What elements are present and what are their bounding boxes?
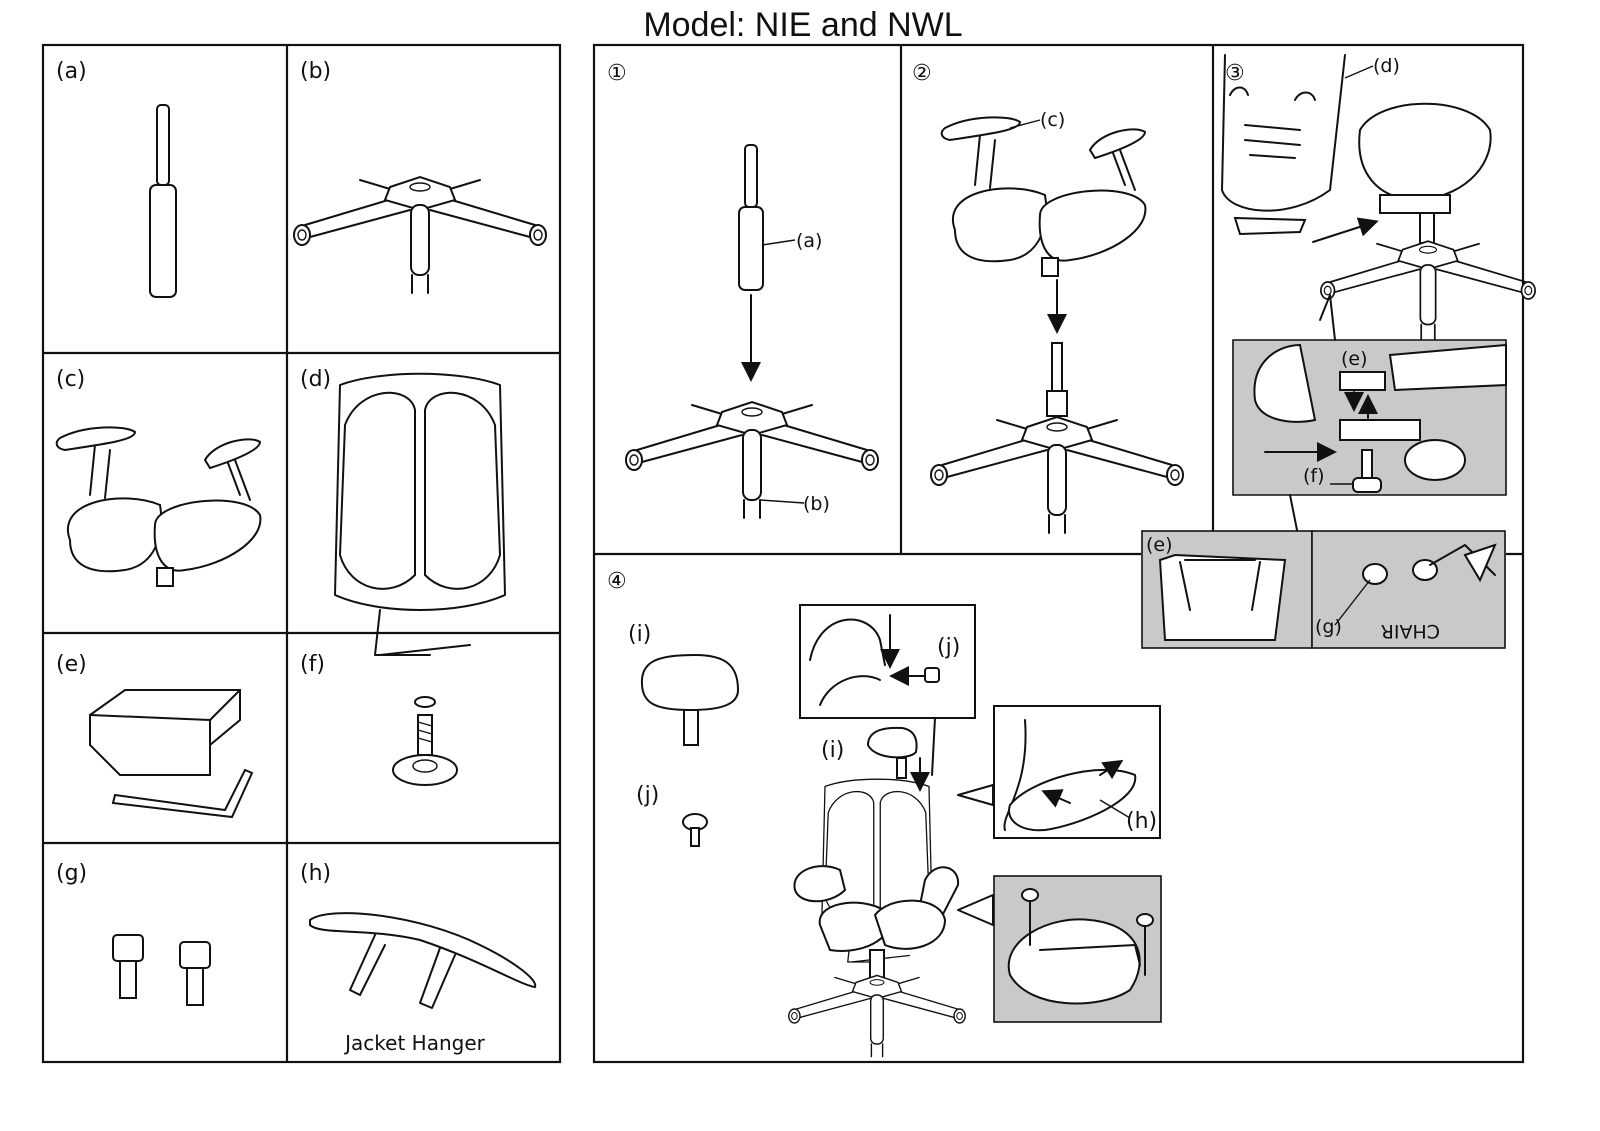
part-label-d: (d) bbox=[300, 367, 331, 392]
step-4-callout-h: (h) bbox=[1126, 809, 1157, 834]
step-4-callout-i: (i) bbox=[821, 738, 844, 763]
seat-illustration bbox=[55, 426, 262, 587]
steps-grid bbox=[592, 43, 1525, 1064]
step-3-callout-g: (g) bbox=[1315, 616, 1342, 638]
gas-lift-illustration bbox=[149, 104, 177, 298]
step-3-callout-e-detail: (e) bbox=[1146, 534, 1173, 556]
part-label-g: (g) bbox=[56, 861, 87, 886]
chair-base-illustration bbox=[294, 177, 546, 293]
step-4-part-j: (j) bbox=[636, 783, 659, 808]
step-number-4: ④ bbox=[607, 569, 627, 594]
part-label-b: (b) bbox=[300, 59, 331, 84]
jacket-hanger-illustration bbox=[309, 912, 537, 1009]
step-2-callout-c: (c) bbox=[1040, 109, 1065, 131]
step-3-callout-d: (d) bbox=[1373, 55, 1400, 77]
step-number-1: ① bbox=[607, 61, 627, 86]
step-number-2: ② bbox=[912, 61, 932, 86]
part-label-e: (e) bbox=[56, 652, 87, 677]
bolts-illustration bbox=[112, 934, 211, 1006]
step-1-callout-b: (b) bbox=[803, 493, 830, 515]
step-4-part-i: (i) bbox=[628, 622, 651, 647]
step-4-callout-j: (j) bbox=[937, 635, 960, 660]
part-label-f: (f) bbox=[300, 652, 325, 677]
step-3-callout-e: (e) bbox=[1341, 348, 1368, 370]
bracket-and-hex-key-illustration bbox=[89, 689, 254, 819]
backrest-illustration bbox=[334, 372, 506, 656]
jacket-hanger-caption: Jacket Hanger bbox=[343, 1031, 485, 1055]
part-label-a: (a) bbox=[56, 59, 87, 84]
step-3-illustration: CHAIR bbox=[1141, 54, 1535, 649]
step-3-callout-f: (f) bbox=[1303, 465, 1325, 487]
parts-table bbox=[41, 43, 562, 1064]
knob-screw-illustration bbox=[392, 696, 458, 786]
part-label-c: (c) bbox=[56, 367, 85, 392]
part-label-h: (h) bbox=[300, 861, 331, 886]
step-1-illustration bbox=[626, 144, 878, 518]
step-4-illustration bbox=[640, 604, 1162, 1057]
step-2-illustration bbox=[931, 116, 1183, 533]
detail-chair-text: CHAIR bbox=[1381, 620, 1440, 642]
step-number-3: ③ bbox=[1225, 61, 1245, 86]
page-title: Model: NIE and NWL bbox=[643, 6, 963, 44]
step-1-callout-a: (a) bbox=[796, 230, 822, 252]
